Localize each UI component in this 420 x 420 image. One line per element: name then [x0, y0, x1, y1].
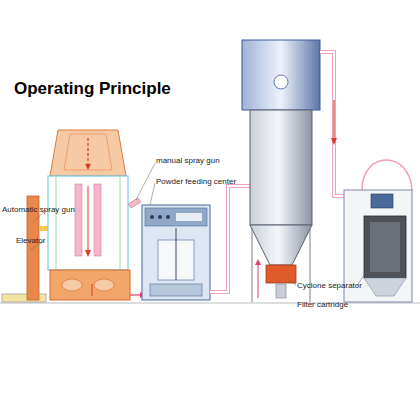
cyclone-leg [310, 228, 311, 302]
booth-body [48, 176, 128, 270]
feeding-center [142, 205, 210, 300]
airflow-line [333, 100, 334, 140]
cyclone-leg [252, 228, 253, 302]
cyclone-body [250, 110, 312, 225]
part-label: Cyclone separator [297, 281, 362, 290]
booth-filter [75, 184, 82, 256]
return-duct [210, 186, 250, 292]
panel-knob [166, 215, 170, 219]
exhaust-duct-inner [320, 52, 345, 196]
exhaust-duct [320, 52, 345, 196]
airflow-arrow [85, 164, 91, 170]
suction-tube [176, 228, 177, 280]
booth-frame [120, 176, 121, 270]
fan-logo [274, 75, 288, 89]
conveyor-rail [2, 294, 46, 302]
booth-hood [50, 130, 126, 176]
part-label: Automatic spray gun [2, 205, 75, 214]
airflow-arrow [331, 138, 337, 145]
sieve [276, 284, 286, 298]
part-label: Powder feeding center [156, 177, 236, 186]
panel-knob [158, 215, 162, 219]
part-label: manual spray gun [156, 156, 220, 165]
base-opening [62, 279, 82, 291]
cartridge-box [364, 216, 406, 278]
feeder-base [150, 284, 202, 296]
leader-line [150, 183, 155, 205]
floor-line [0, 303, 420, 304]
booth-filter [94, 184, 101, 256]
control-panel [145, 208, 207, 226]
return-duct-inner [210, 186, 250, 292]
outlet-duct [362, 160, 412, 190]
cyclone-cone [250, 225, 312, 265]
base-opening [94, 279, 114, 291]
manual-gun [128, 198, 141, 208]
filter-hopper [364, 278, 406, 296]
airflow-line [92, 284, 93, 296]
part-label: Filter cartridge [297, 300, 348, 309]
duct-line [258, 262, 259, 298]
flow-arrow [255, 259, 261, 265]
cyclone-hopper [266, 265, 296, 283]
cyclone-top [242, 40, 320, 110]
airflow-line [87, 138, 88, 168]
panel-display [176, 213, 202, 221]
leader-line [286, 278, 296, 285]
booth-frame [56, 176, 57, 270]
hood-panel [64, 134, 112, 170]
diagram-title: Operating Principle [14, 79, 171, 99]
part-label: Elevator [16, 236, 45, 245]
airflow-line [88, 186, 89, 252]
booth-base [50, 270, 130, 300]
airflow-arrow [85, 250, 91, 257]
cartridge [370, 222, 400, 272]
panel-knob [150, 215, 154, 219]
fan-motor [371, 194, 393, 208]
